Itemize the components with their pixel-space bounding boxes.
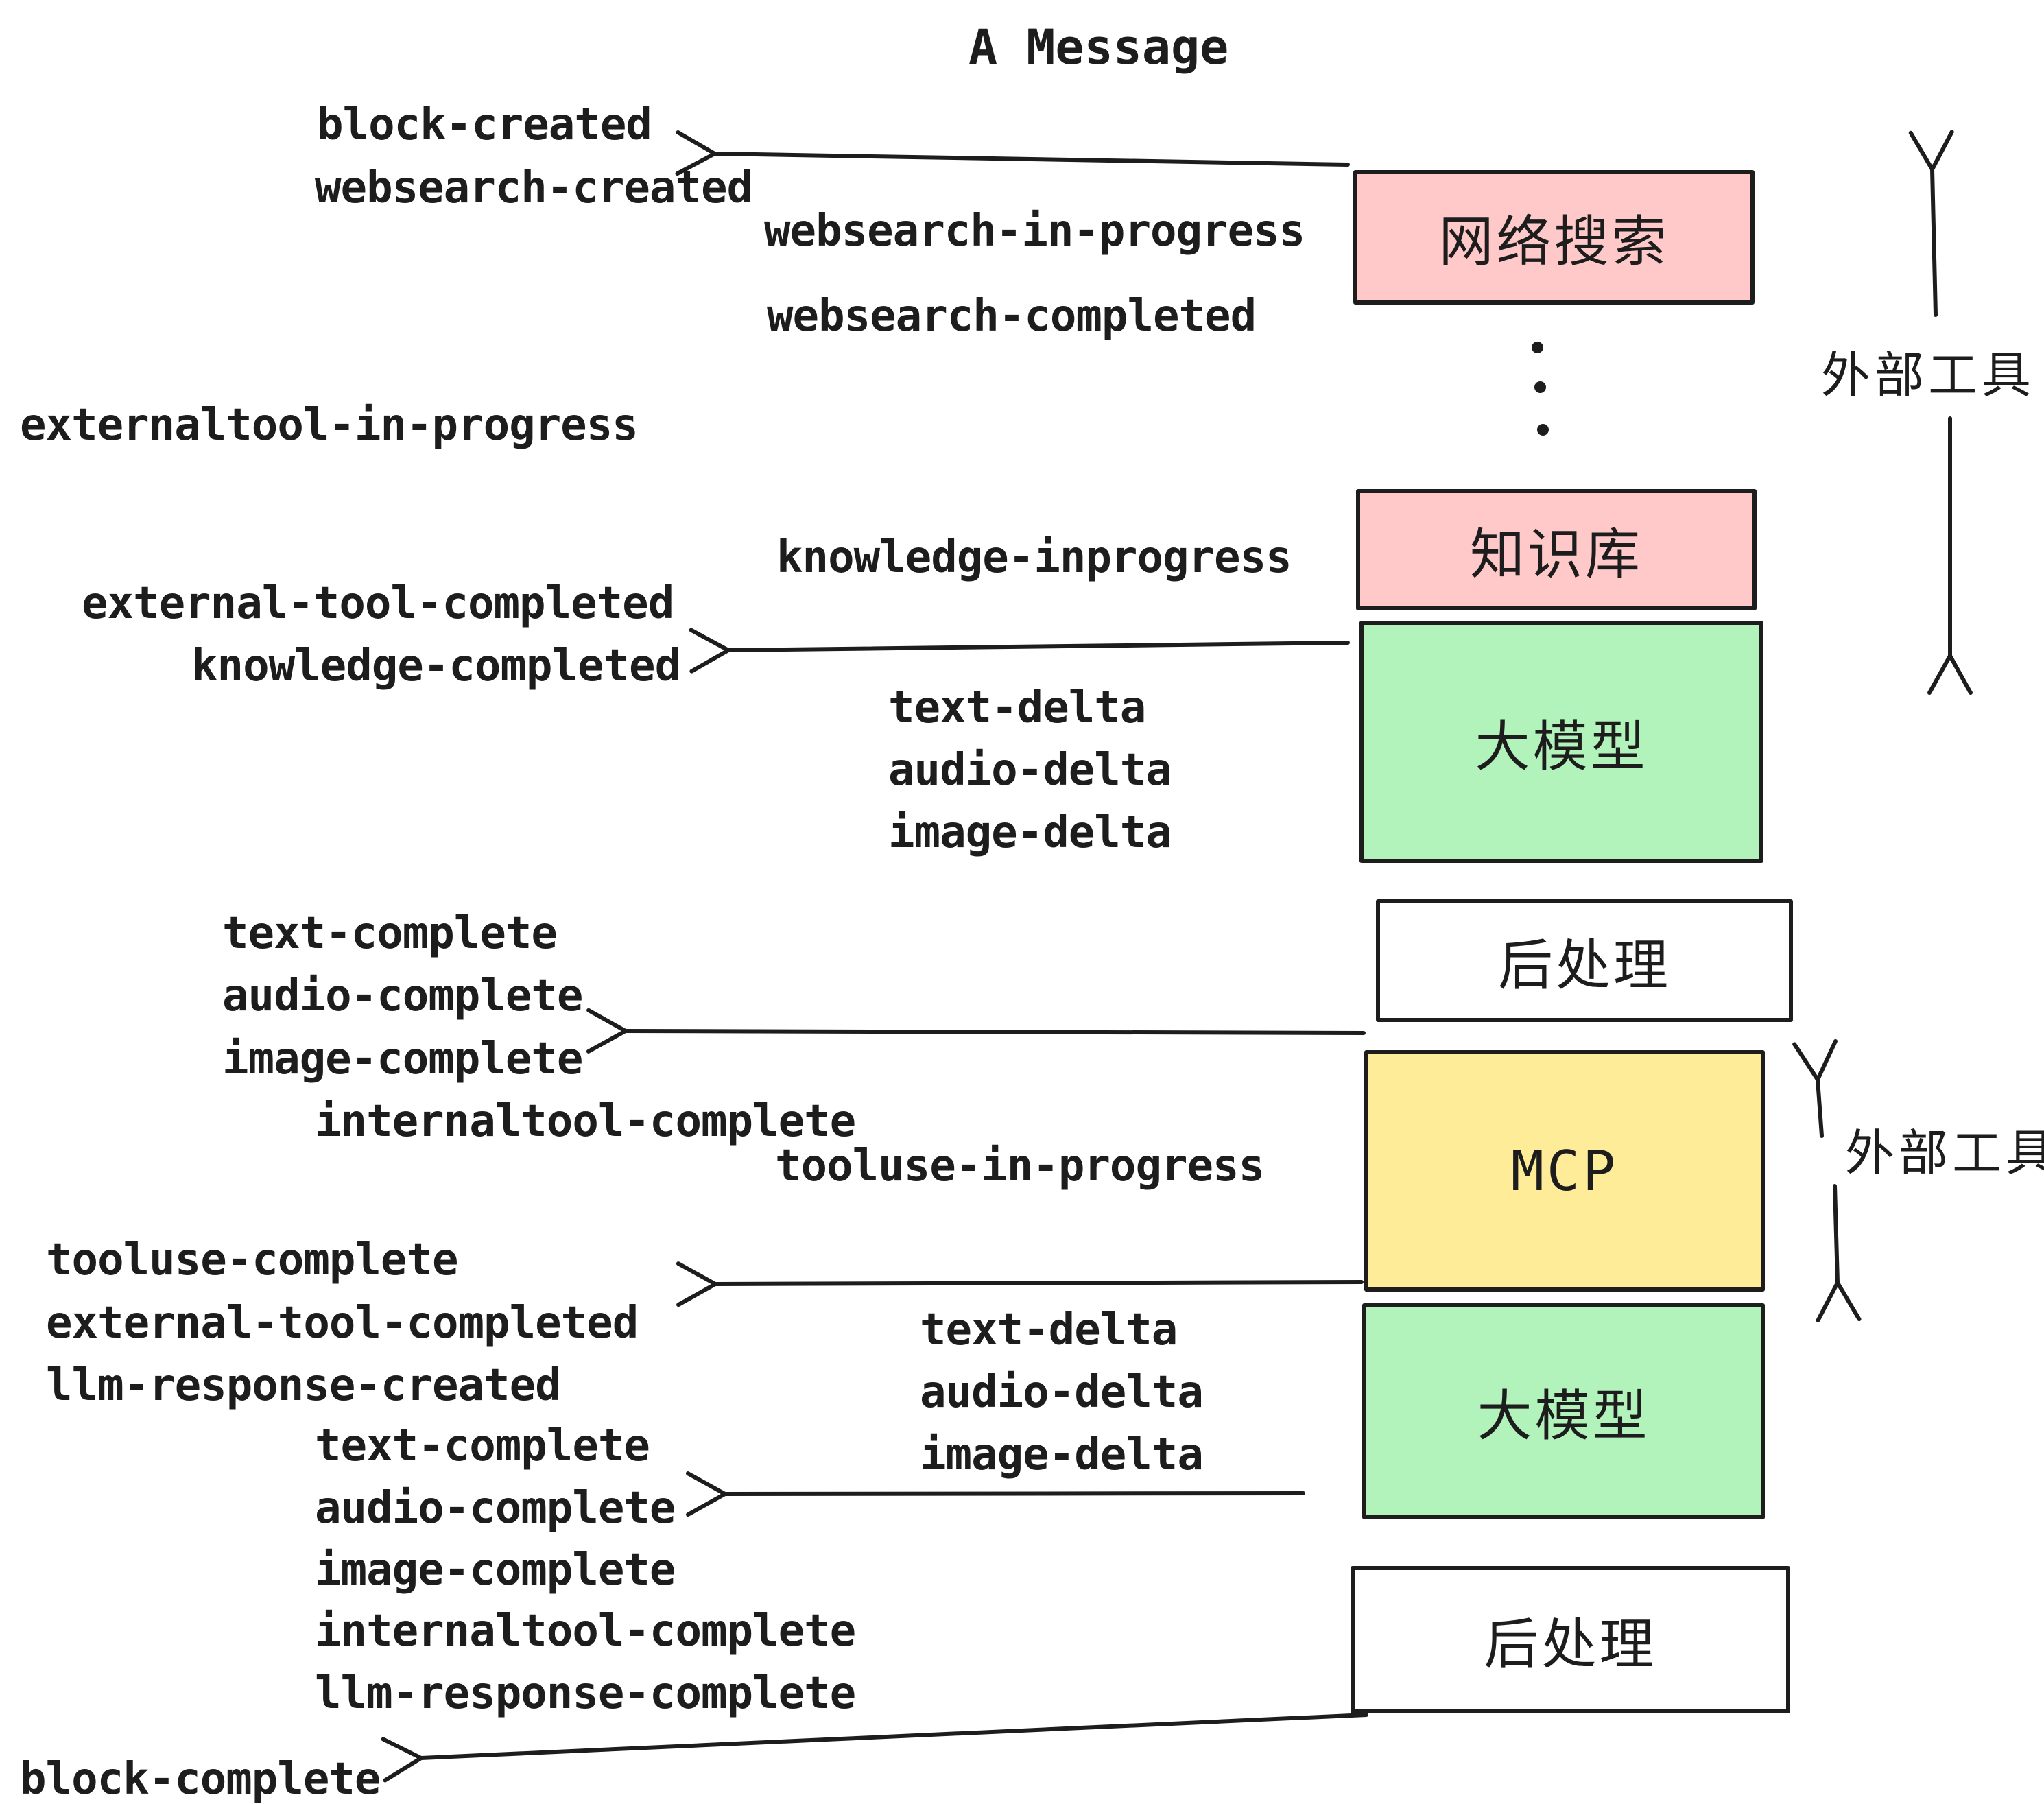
event-label-internaltool-complete-1: internaltool-complete [315, 1096, 856, 1147]
box-knowledge-base-label: 知识库 [1470, 522, 1643, 586]
event-label-tooluse-in-progress: tooluse-in-progress [775, 1141, 1265, 1191]
event-label-llm-response-complete: llm-response-complete [315, 1668, 856, 1719]
event-label-image-complete-2: image-complete [315, 1545, 676, 1595]
event-label-external-tool-completed: external-tool-completed [82, 578, 674, 629]
event-label-websearch-in-progress: websearch-in-progress [764, 206, 1305, 257]
event-label-knowledge-completed: knowledge-completed [191, 641, 681, 691]
arrow-knowledge-to-knowledge-completed [689, 628, 1350, 674]
box-llm-1: 大模型 [1359, 621, 1763, 863]
external-tools-arrow-down-bottom [1816, 1184, 1862, 1322]
event-label-image-delta-1: image-delta [888, 807, 1172, 858]
event-label-block-created: block-created [317, 99, 652, 150]
external-tools-arrow-up-top [1908, 130, 1954, 317]
event-label-internaltool-complete-2: internaltool-complete [315, 1606, 856, 1657]
arrow-llm2-to-audio-complete [685, 1471, 1305, 1517]
event-label-image-complete-1: image-complete [222, 1034, 583, 1084]
event-label-audio-delta-2: audio-delta [920, 1367, 1204, 1418]
event-label-externaltool-in-progress: externaltool-in-progress [20, 400, 639, 451]
event-label-audio-complete-1: audio-complete [222, 971, 583, 1021]
external-tools-label-top: 外部工具 [1821, 348, 2036, 403]
event-label-external-tool-completed-2: external-tool-completed [46, 1298, 639, 1349]
event-label-image-delta-2: image-delta [920, 1429, 1204, 1480]
box-llm-1-label: 大模型 [1475, 714, 1648, 779]
event-label-tooluse-complete: tooluse-complete [46, 1235, 458, 1285]
arrow-post2-to-block-complete [381, 1713, 1368, 1783]
box-postprocess-1-label: 后处理 [1498, 933, 1671, 997]
box-postprocess-2: 后处理 [1351, 1566, 1790, 1713]
arrow-mcp-to-tooluse-complete [676, 1261, 1364, 1307]
arrow-websearch-to-block-created [675, 130, 1350, 176]
box-postprocess-1: 后处理 [1376, 899, 1793, 1022]
box-websearch: 网络搜索 [1353, 170, 1755, 305]
event-label-text-complete-2: text-complete [315, 1421, 650, 1471]
box-llm-2-label: 大模型 [1477, 1384, 1650, 1448]
event-label-text-delta-2: text-delta [920, 1305, 1178, 1355]
event-label-knowledge-inprogress: knowledge-inprogress [776, 532, 1292, 583]
box-postprocess-2-label: 后处理 [1484, 1612, 1657, 1676]
box-llm-2: 大模型 [1362, 1303, 1765, 1519]
event-label-llm-response-created: llm-response-created [46, 1360, 562, 1411]
external-tools-arrow-up-bottom [1792, 1039, 1838, 1138]
diagram-title: A Message [968, 19, 1229, 75]
event-label-audio-complete-2: audio-complete [315, 1483, 676, 1534]
external-tools-label-bottom: 外部工具 [1845, 1126, 2044, 1181]
event-label-websearch-completed: websearch-completed [767, 291, 1257, 342]
box-mcp-label: MCP [1510, 1139, 1619, 1203]
arrow-post1-to-image-complete [586, 1008, 1366, 1054]
box-knowledge-base: 知识库 [1356, 489, 1757, 610]
event-label-websearch-created: websearch-created [315, 163, 753, 213]
box-websearch-label: 网络搜索 [1438, 210, 1669, 274]
event-label-block-complete: block-complete [20, 1754, 381, 1804]
event-label-audio-delta-1: audio-delta [888, 745, 1172, 796]
event-label-text-delta-1: text-delta [888, 683, 1146, 733]
event-label-text-complete-1: text-complete [222, 908, 558, 959]
box-mcp: MCP [1364, 1050, 1765, 1292]
